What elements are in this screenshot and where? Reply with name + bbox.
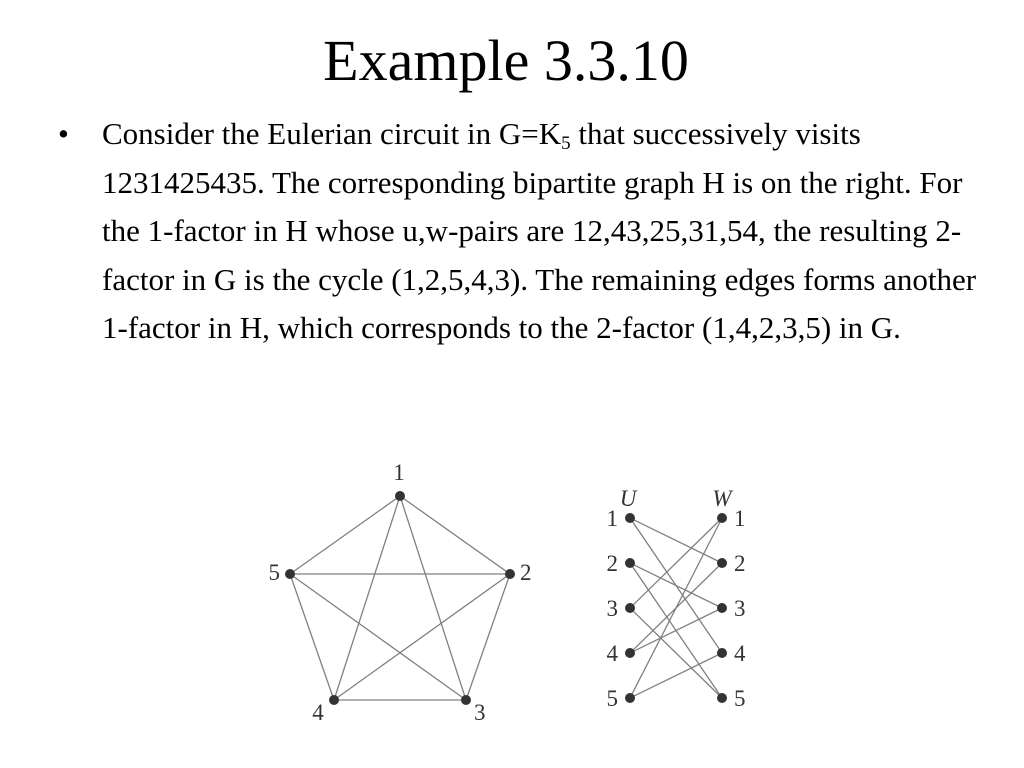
g-edge-2-4 <box>333 573 511 701</box>
h-u-label-2: 2 <box>607 551 619 576</box>
h-w-vertex-5 <box>717 693 727 703</box>
g-vertex-label-5: 5 <box>269 560 281 585</box>
h-edge-u4-w3 <box>629 607 723 654</box>
g-vertex-label-3: 3 <box>474 700 486 725</box>
g-vertex-label-4: 4 <box>312 700 324 725</box>
h-u-vertex-5 <box>625 693 635 703</box>
h-edge-u5-w4 <box>629 652 723 699</box>
g-vertex-1 <box>395 491 405 501</box>
h-w-vertex-2 <box>717 558 727 568</box>
h-edge-u2-w3 <box>629 562 723 609</box>
g-vertex-2 <box>505 569 515 579</box>
g-edge-5-1 <box>289 495 401 575</box>
h-w-label-4: 4 <box>734 641 746 666</box>
slide-title: Example 3.3.10 <box>323 28 689 93</box>
h-edge-u3-w1 <box>629 517 723 609</box>
h-edge-u5-w1 <box>629 517 723 699</box>
bullet-text-part1: Consider the Eulerian circuit in G=K <box>102 116 562 151</box>
g-edge-1-2 <box>399 495 511 575</box>
bullet-dot: • <box>58 116 69 151</box>
g-edge-1-3 <box>399 495 467 701</box>
h-u-vertex-2 <box>625 558 635 568</box>
g-vertex-3 <box>461 695 471 705</box>
bullet-text-part2: that successively visits 1231425435. The… <box>102 116 977 345</box>
g-edge-3-5 <box>289 573 467 701</box>
g-vertex-label-1: 1 <box>393 460 405 485</box>
h-w-label-1: 1 <box>734 506 746 531</box>
h-u-vertex-3 <box>625 603 635 613</box>
u-partition-header: U <box>620 486 638 511</box>
h-u-label-4: 4 <box>607 641 619 666</box>
w-partition-header: W <box>712 486 733 511</box>
h-u-label-3: 3 <box>607 596 619 621</box>
h-w-label-5: 5 <box>734 686 746 711</box>
graph-h-bipartite: U W 1 2 3 4 5 1 2 3 4 5 <box>607 486 747 711</box>
h-w-label-3: 3 <box>734 596 746 621</box>
bullet-text: Consider the Eulerian circuit in G=K5 th… <box>102 110 1002 353</box>
h-w-vertex-3 <box>717 603 727 613</box>
g-vertex-5 <box>285 569 295 579</box>
g-edge-4-5 <box>289 573 335 701</box>
h-edge-u1-w2 <box>629 517 723 564</box>
h-u-vertex-1 <box>625 513 635 523</box>
g-vertex-4 <box>329 695 339 705</box>
h-edge-u3-w5 <box>629 607 723 699</box>
h-u-label-5: 5 <box>607 686 619 711</box>
g-vertex-label-2: 2 <box>520 560 532 585</box>
graph-g-k5: 1 2 3 4 5 <box>269 460 532 725</box>
h-u-vertex-4 <box>625 648 635 658</box>
h-w-label-2: 2 <box>734 551 746 576</box>
h-w-vertex-4 <box>717 648 727 658</box>
bullet-subscript: 5 <box>561 133 571 154</box>
g-edge-2-3 <box>465 573 511 701</box>
h-w-vertex-1 <box>717 513 727 523</box>
h-u-label-1: 1 <box>607 506 619 531</box>
g-edge-1-4 <box>333 495 401 701</box>
